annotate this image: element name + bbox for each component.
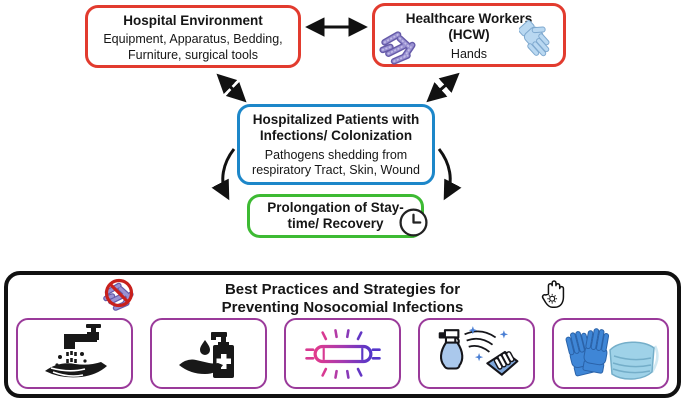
clock-icon <box>399 208 428 237</box>
hand-washing-icon <box>44 323 107 377</box>
body-line: Pathogens shedding from <box>264 147 408 162</box>
title-line: Prolongation of Stay- <box>267 200 404 215</box>
healthcare-workers-body: Hands <box>450 46 488 61</box>
title-line: Healthcare Workers <box>405 11 533 26</box>
hospital-environment-box: Hospital Environment Equipment, Apparatu… <box>85 5 301 68</box>
body-line: Equipment, Apparatus, Bedding, <box>103 32 283 47</box>
body-line: respiratory Tract, Skin, Wound <box>252 163 420 178</box>
prolongation-box: Prolongation of Stay- time/ Recovery <box>247 194 424 238</box>
best-practices-panel: Best Practices and Strategies for Preven… <box>4 271 681 398</box>
hospitalized-patients-body: Pathogens shedding from respiratory Trac… <box>240 148 432 179</box>
uv-light-tube-icon <box>304 328 381 379</box>
env-patients-double-arrow <box>216 73 247 103</box>
hospitalized-patients-box: Hospitalized Patients with Infections/ C… <box>237 104 435 185</box>
hand-sanitizer-icon <box>178 331 234 378</box>
nitrile-glove-icon <box>519 20 550 57</box>
patients-prolongation-left-arrow <box>211 148 236 201</box>
practice-hand-sanitizer <box>150 318 267 389</box>
practice-uv-disinfection <box>284 318 401 389</box>
hospital-environment-body: Equipment, Apparatus, Bedding, Furniture… <box>88 32 298 63</box>
no-bacteria-icon <box>103 278 134 311</box>
title-line: Infections/ Colonization <box>259 128 413 144</box>
hospital-environment-title: Hospital Environment <box>123 13 263 28</box>
title-line: Preventing Nosocomial Infections <box>221 298 464 316</box>
title-line: Best Practices and Strategies for <box>224 281 461 298</box>
stop-germs-hand-icon <box>541 280 565 308</box>
best-practices-items <box>16 318 669 389</box>
hcw-patients-double-arrow <box>426 72 460 103</box>
body-line: Furniture, surgical tools <box>128 47 258 62</box>
gloves-and-mask-icon <box>565 327 659 380</box>
best-practices-title: Best Practices and Strategies for Preven… <box>8 281 677 316</box>
hospitalized-patients-title: Hospitalized Patients with Infections/ C… <box>240 107 432 145</box>
healthcare-workers-title: Healthcare Workers (HCW) <box>375 6 563 44</box>
spray-and-wipe-icon <box>438 325 518 376</box>
title-line: (HCW) <box>448 27 490 43</box>
prolongation-title: Prolongation of Stay- time/ Recovery <box>250 197 421 233</box>
patients-prolongation-right-arrow <box>437 148 462 201</box>
practice-surface-disinfection <box>418 318 535 389</box>
title-line: time/ Recovery <box>287 216 384 232</box>
title-line: Hospitalized Patients with <box>252 112 420 127</box>
healthcare-workers-box: Healthcare Workers (HCW) Hands <box>372 3 566 67</box>
bacteria-cluster-icon <box>379 31 416 65</box>
practice-ppe-gloves-mask <box>552 318 669 389</box>
practice-hand-washing <box>16 318 133 389</box>
